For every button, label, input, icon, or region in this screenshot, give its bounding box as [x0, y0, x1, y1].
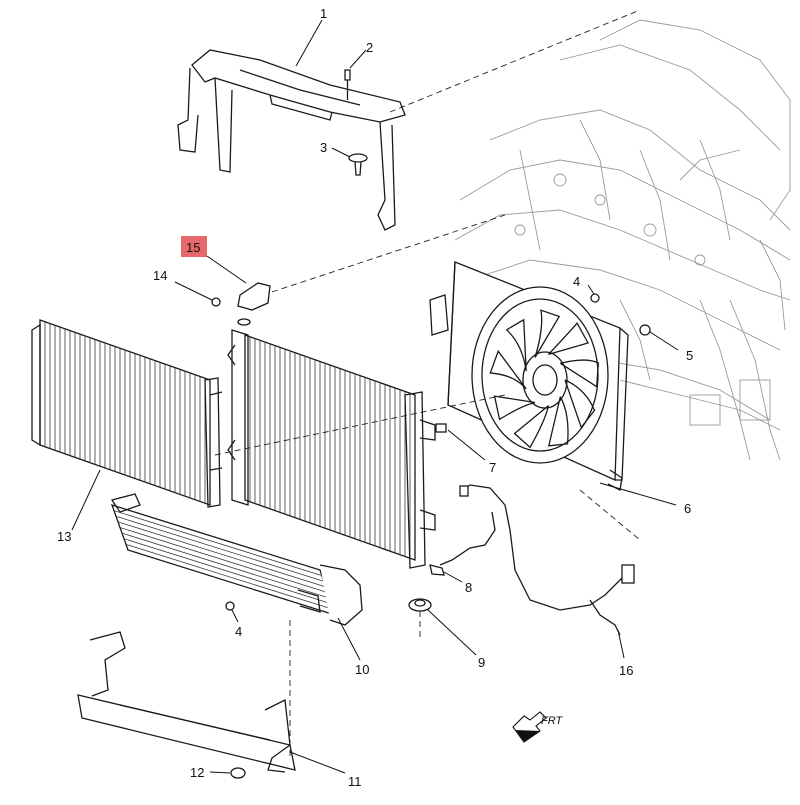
fan-blade — [547, 396, 569, 447]
alignment-lines — [214, 9, 641, 760]
radiator — [227, 329, 436, 569]
charge-air-cooler — [110, 493, 363, 626]
fan-shroud-assembly — [429, 261, 629, 491]
callout-3: 3 — [320, 140, 327, 155]
radiator-mount-insulator — [408, 598, 432, 612]
callout-4-upper: 4 — [573, 274, 580, 289]
callout-16: 16 — [619, 663, 633, 678]
callout-5: 5 — [686, 348, 693, 363]
bolt — [639, 324, 651, 336]
cooler-tube — [119, 527, 328, 593]
fan-blade — [559, 359, 599, 388]
callout-labels: 1 2 3 4 4 5 6 7 8 9 10 11 12 13 14 15 16 — [57, 6, 693, 789]
pin-fastener — [344, 69, 351, 100]
front-direction-label: FRT — [541, 715, 563, 727]
cooler-tube — [121, 532, 330, 599]
callout-7: 7 — [489, 460, 496, 475]
callout-15: 15 — [186, 240, 200, 255]
callout-2: 2 — [366, 40, 373, 55]
fan-blade — [505, 318, 527, 372]
upper-radiator-support — [177, 49, 406, 231]
vehicle-front-structure — [454, 19, 791, 461]
leader-lines — [71, 19, 679, 774]
callout-13: 13 — [57, 529, 71, 544]
bolt-upper — [590, 293, 600, 303]
callout-12: 12 — [190, 765, 204, 780]
bracket-bolt — [211, 297, 221, 307]
push-pin-clip — [348, 153, 368, 176]
radiator-upper-bracket — [237, 282, 271, 326]
fan-blade — [489, 349, 527, 390]
callout-11: 11 — [348, 774, 362, 789]
callout-10: 10 — [355, 662, 369, 677]
cooler-tube — [125, 543, 334, 610]
lower-air-deflector — [77, 631, 296, 773]
callout-15-highlight — [181, 236, 207, 257]
lower-push-pin — [230, 767, 246, 779]
callout-6: 6 — [684, 501, 691, 516]
fan-blade — [534, 309, 561, 358]
callout-9: 9 — [478, 655, 485, 670]
condenser — [31, 319, 223, 508]
callout-8: 8 — [465, 580, 472, 595]
fan-blade — [564, 379, 596, 429]
bolt-lower — [225, 601, 235, 611]
fan-blade — [493, 395, 536, 421]
shroud-clip — [435, 423, 447, 433]
cooler-tube — [117, 521, 326, 588]
front-direction-marker: FRT — [512, 711, 563, 743]
lower-insulator — [429, 564, 445, 576]
callout-1: 1 — [320, 6, 327, 21]
fan-wiring-harness — [439, 484, 635, 636]
fan-blade — [513, 405, 550, 449]
callout-14: 14 — [153, 268, 167, 283]
fan-blade — [547, 322, 589, 356]
cooler-tube — [123, 538, 332, 605]
cooler-tube — [115, 515, 324, 582]
cooler-tube — [113, 510, 322, 577]
callout-4-lower: 4 — [235, 624, 242, 639]
